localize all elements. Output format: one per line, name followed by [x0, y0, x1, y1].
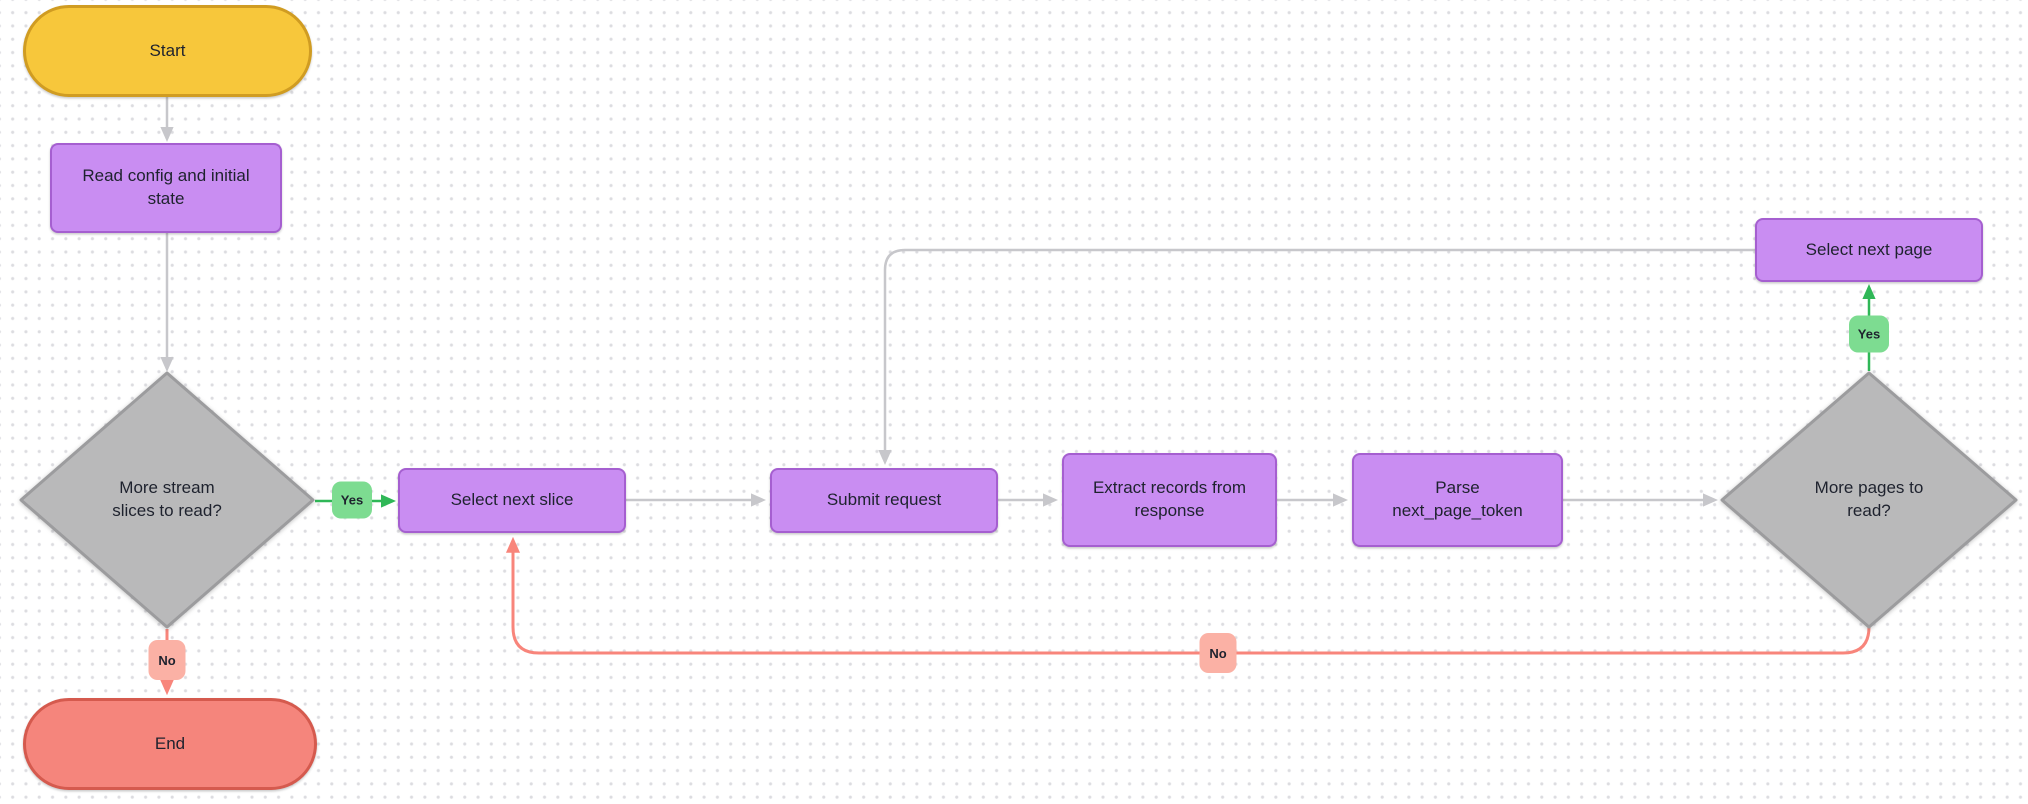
node-start-label: Start	[149, 40, 186, 60]
edge-label-pages-no: No	[1199, 633, 1237, 673]
node-select-next-slice[interactable]: Select next slice	[398, 468, 626, 533]
node-select-next-slice-label: Select next slice	[450, 490, 574, 510]
node-select-next-page-label: Select next page	[1805, 239, 1933, 259]
node-submit-request-label: Submit request	[826, 490, 942, 510]
node-end-label: End	[154, 733, 186, 753]
edge-label-slices-no: No	[148, 640, 186, 680]
node-read-config[interactable]: Read config and initial state	[50, 143, 282, 233]
edge-label-pages-yes: Yes	[1849, 315, 1889, 353]
decision-more-stream-slices[interactable]	[19, 371, 315, 629]
decision-more-pages[interactable]	[1720, 371, 2018, 629]
node-read-config-label: Read config and initial state	[82, 166, 250, 208]
node-extract-records-label: Extract records from response	[1092, 478, 1247, 520]
node-select-next-page[interactable]: Select next page	[1755, 218, 1983, 282]
node-end[interactable]: End	[23, 698, 317, 790]
edge-select-next-page-to-submit-request	[878, 248, 1755, 465]
node-parse-token-label: Parse next_page_token	[1392, 478, 1523, 520]
edge-label-slices-yes: Yes	[332, 481, 372, 519]
node-parse-token[interactable]: Parse next_page_token	[1352, 453, 1563, 547]
node-start[interactable]: Start	[23, 5, 312, 97]
edge-more-pages-no-to-select-next-slice	[505, 536, 1871, 655]
node-submit-request[interactable]: Submit request	[770, 468, 998, 533]
node-extract-records[interactable]: Extract records from response	[1062, 453, 1277, 547]
